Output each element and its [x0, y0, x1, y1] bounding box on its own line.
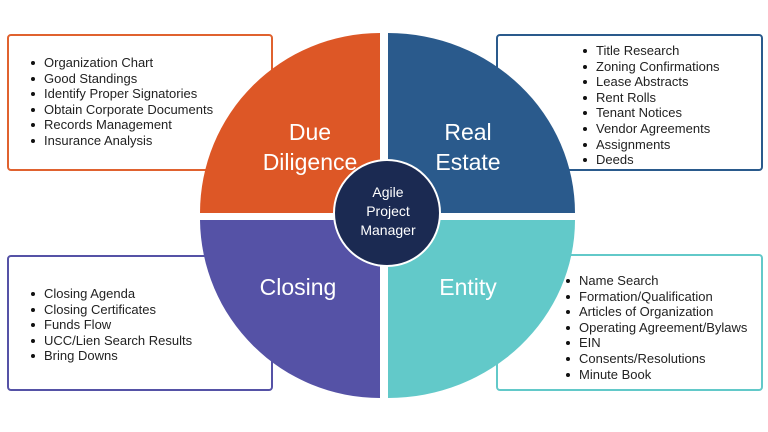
center-label: Agile Project Manager [335, 183, 441, 240]
due-diligence-label: Due Diligence [250, 117, 370, 177]
list-item: Articles of Organization [566, 304, 747, 320]
list-item: Consents/Resolutions [566, 351, 747, 367]
center-label-line1: Agile [372, 184, 404, 200]
real-estate-label: Real Estate [408, 117, 528, 177]
list-item: Tenant Notices [583, 105, 720, 121]
list-item: Insurance Analysis [31, 133, 213, 149]
real-estate-quadrant [388, 33, 575, 213]
list-item: Deeds [583, 152, 720, 168]
due-diligence-quadrant [200, 33, 380, 213]
list-item: Zoning Confirmations [583, 59, 720, 75]
list-item: Formation/Qualification [566, 289, 747, 305]
center-label-line3: Manager [360, 222, 416, 238]
list-item: Organization Chart [31, 55, 213, 71]
list-item: Assignments [583, 137, 720, 153]
due-diligence-label-line1: Due [288, 119, 332, 145]
center-label-line2: Project [366, 203, 410, 219]
closing-label: Closing [259, 274, 337, 300]
list-item: Title Research [583, 43, 720, 59]
list-item: Identify Proper Signatories [31, 86, 213, 102]
closing-quadrant [200, 220, 380, 398]
list-item: Bring Downs [31, 348, 192, 364]
real-estate-label-line2: Estate [435, 149, 501, 175]
list-item: Rent Rolls [583, 90, 720, 106]
list-item: Records Management [31, 117, 213, 133]
real-estate-label-line1: Real [444, 119, 492, 145]
center-circle [333, 159, 441, 267]
list-item: UCC/Lien Search Results [31, 333, 192, 349]
due-diligence-label-line2: Diligence [262, 149, 358, 175]
list-item: EIN [566, 335, 747, 351]
list-item: Name Search [566, 273, 747, 289]
list-item: Minute Book [566, 367, 747, 383]
list-item: Operating Agreement/Bylaws [566, 320, 747, 336]
list-item: Vendor Agreements [583, 121, 720, 137]
entity-label: Entity [439, 274, 497, 300]
entity-quadrant [388, 220, 575, 398]
list-item: Closing Agenda [31, 286, 192, 302]
list-item: Closing Certificates [31, 302, 192, 318]
list-item: Obtain Corporate Documents [31, 102, 213, 118]
list-item: Funds Flow [31, 317, 192, 333]
list-item: Lease Abstracts [583, 74, 720, 90]
list-item: Good Standings [31, 71, 213, 87]
